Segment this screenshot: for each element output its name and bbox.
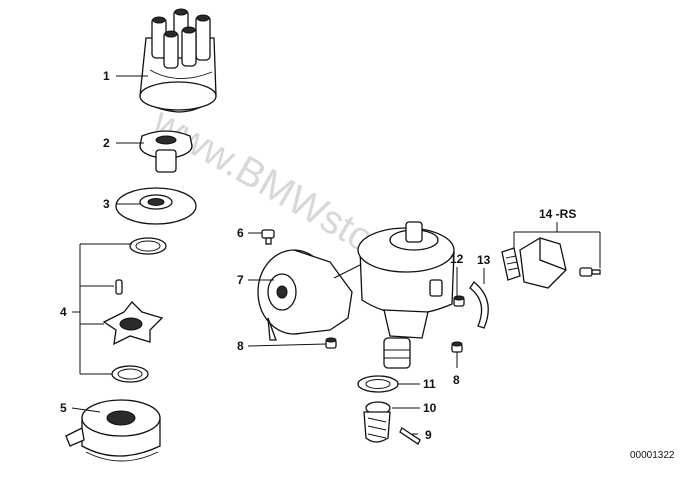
callout-10: 10	[423, 401, 437, 415]
drive-gear[interactable]	[363, 401, 391, 443]
callout-5: 5	[60, 401, 67, 415]
callout-13: 13	[477, 253, 491, 267]
callout-4: 4	[60, 305, 67, 319]
pin[interactable]	[115, 279, 123, 295]
callouts: 1 2 3 4 5 6 7 8 9 10 11 12 13 8 14 -RS	[60, 69, 576, 442]
pickup-base[interactable]	[65, 399, 161, 462]
thrust-washer[interactable]	[357, 375, 399, 393]
callout-3: 3	[103, 197, 110, 211]
callout-2: 2	[103, 136, 110, 150]
callout-1: 1	[103, 69, 110, 83]
callout-6: 6	[237, 226, 244, 240]
distributor-housing[interactable]	[357, 221, 455, 369]
screw-lower-left[interactable]	[325, 337, 337, 349]
screw-lower-right[interactable]	[451, 341, 463, 353]
dust-shield[interactable]	[115, 187, 197, 225]
callout-8-left: 8	[237, 339, 244, 353]
circlip-upper[interactable]	[129, 237, 167, 255]
callout-9: 9	[425, 428, 432, 442]
vacuum-unit[interactable]	[257, 249, 367, 341]
callout-11: 11	[423, 377, 436, 391]
screw-upper-right[interactable]	[453, 295, 465, 307]
diagram-code: 00001322	[630, 450, 675, 461]
screw-control-unit[interactable]	[579, 267, 601, 277]
retaining-clip[interactable]	[469, 281, 489, 329]
callout-12: 12	[450, 252, 464, 266]
circlip-lower[interactable]	[111, 365, 149, 383]
distributor-cap[interactable]	[139, 8, 217, 113]
control-unit[interactable]	[501, 237, 567, 289]
callout-14-rs: 14 -RS	[539, 207, 576, 221]
roll-pin[interactable]	[399, 427, 421, 445]
rotor[interactable]	[139, 130, 193, 173]
screw-small[interactable]	[261, 229, 275, 245]
leader-lines	[71, 75, 601, 435]
trigger-wheel[interactable]	[102, 301, 164, 346]
callout-7: 7	[237, 273, 244, 287]
callout-8-right: 8	[453, 373, 460, 387]
